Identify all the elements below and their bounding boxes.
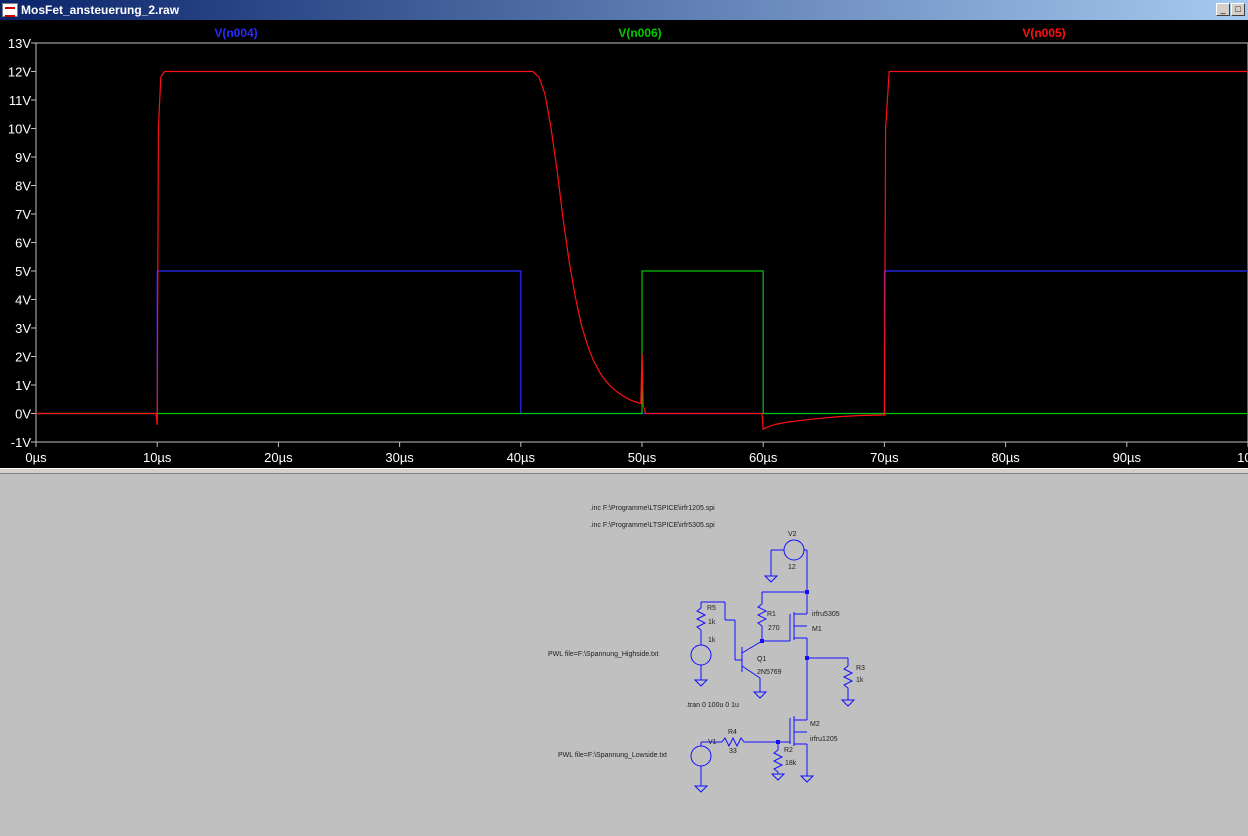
ground-symbol	[840, 699, 856, 707]
y-tick-label: 6V	[15, 236, 31, 251]
y-tick-label: 11V	[9, 93, 31, 108]
y-tick-label: 13V	[8, 36, 31, 51]
junction-dot	[805, 656, 809, 660]
pwl-highside-label[interactable]: PWL file=F:\Spannung_Highside.txt	[548, 651, 658, 658]
y-tick-label: 8V	[15, 179, 31, 194]
y-tick-label: -1V	[11, 435, 32, 450]
v1-label: V1	[708, 739, 717, 746]
x-tick-label: 90µs	[1113, 450, 1142, 465]
r5-value-2: 1k	[708, 637, 716, 644]
q1-label: Q1	[757, 656, 766, 663]
ground-symbol	[770, 773, 786, 781]
waveform-plot-pane[interactable]: 13V 12V 11V 10V 9V 8V 7V 6V 5V 4V 3V 2V 1V 0V -1V 0µs 1…	[0, 20, 1248, 468]
r5-value: 1k	[708, 619, 716, 626]
pwl-lowside-label[interactable]: PWL file=F:\Spannung_Lowside.txt	[558, 752, 667, 759]
schematic-pane[interactable]: .inc F:\Programme\LTSPICE\irfr1205.spi .…	[0, 474, 1248, 836]
r2-resistor[interactable]	[772, 749, 784, 773]
y-tick-label: 0V	[15, 407, 31, 422]
y-tick-label: 1V	[15, 378, 31, 393]
x-tick-label: 30µs	[385, 450, 414, 465]
v2-label: V2	[788, 531, 797, 538]
r4-resistor[interactable]	[721, 736, 745, 748]
y-tick-label: 9V	[15, 150, 31, 165]
trace-vn005[interactable]	[36, 70, 1248, 431]
ground-symbol	[763, 575, 779, 583]
waveform-chart[interactable]: 13V 12V 11V 10V 9V 8V 7V 6V 5V 4V 3V 2V 1V 0V -1V 0µs 1…	[0, 20, 1248, 468]
legend-vn005[interactable]: V(n005)	[1022, 26, 1065, 40]
m2-model: irfru1205	[810, 736, 838, 743]
ground-symbol	[693, 679, 709, 687]
x-tick-label: 80µs	[991, 450, 1020, 465]
m1-model: irfru5305	[812, 611, 840, 618]
y-tick-label: 3V	[15, 321, 31, 336]
r4-label: R4	[728, 729, 737, 736]
x-tick-label: 0µs	[25, 450, 47, 465]
r2-label: R2	[784, 747, 793, 754]
v1-source-symbol[interactable]	[690, 745, 712, 767]
junction-dot	[805, 590, 809, 594]
trace-vn006[interactable]	[36, 270, 1248, 415]
y-tick-label: 5V	[15, 264, 31, 279]
junction-dot	[760, 639, 764, 643]
title-bar: MosFet_ansteuerung_2.raw _ □	[0, 0, 1248, 20]
x-tick-label: 20µs	[264, 450, 293, 465]
ltspice-app-icon[interactable]	[2, 3, 18, 17]
x-tick-label: 60µs	[749, 450, 778, 465]
r5-label: R5	[707, 605, 716, 612]
m1-label: M1	[812, 626, 822, 633]
r4-value: 33	[729, 748, 737, 755]
r3-value: 1k	[856, 677, 864, 684]
r3-resistor[interactable]	[842, 665, 854, 689]
m2-label: M2	[810, 721, 820, 728]
y-tick-label: 12V	[8, 65, 31, 80]
directive-inc-1205[interactable]: .inc F:\Programme\LTSPICE\irfr1205.spi	[590, 505, 715, 512]
legend-vn004[interactable]: V(n004)	[214, 26, 257, 40]
pane-splitter[interactable]	[0, 468, 1248, 474]
directive-tran[interactable]: .tran 0 100u 0 1u	[686, 702, 739, 709]
r2-value: 18k	[785, 760, 797, 767]
ground-symbol	[693, 785, 709, 793]
r5-resistor[interactable]	[695, 607, 707, 631]
v2-value: 12	[788, 564, 796, 571]
maximize-icon[interactable]: □	[1231, 3, 1245, 16]
y-tick-label: 7V	[15, 207, 31, 222]
r1-resistor[interactable]	[756, 603, 768, 627]
x-tick-label: 40µs	[507, 450, 536, 465]
directive-inc-5305[interactable]: .inc F:\Programme\LTSPICE\irfr5305.spi	[590, 522, 715, 529]
q1-model: 2N5769	[757, 669, 782, 676]
v2-source-symbol[interactable]	[783, 539, 805, 561]
r1-label: R1	[767, 611, 776, 618]
y-tick-label: 2V	[15, 350, 31, 365]
x-tick-label: 50µs	[628, 450, 657, 465]
ground-symbol	[799, 775, 815, 783]
y-tick-label: 10V	[8, 122, 31, 137]
y-tick-label: 4V	[15, 293, 31, 308]
junction-dot	[776, 740, 780, 744]
r3-label: R3	[856, 665, 865, 672]
v-highside-source[interactable]	[690, 644, 712, 666]
x-tick-label: 10µs	[143, 450, 172, 465]
window-title: MosFet_ansteuerung_2.raw	[21, 3, 180, 17]
schematic-canvas[interactable]: .inc F:\Programme\LTSPICE\irfr1205.spi .…	[0, 474, 1248, 836]
x-tick-label: 70µs	[870, 450, 899, 465]
x-tick-label: 100	[1237, 450, 1248, 465]
r1-value: 270	[768, 625, 780, 632]
minimize-icon[interactable]: _	[1216, 3, 1230, 16]
legend-vn006[interactable]: V(n006)	[618, 26, 661, 40]
ground-symbol	[752, 691, 768, 699]
